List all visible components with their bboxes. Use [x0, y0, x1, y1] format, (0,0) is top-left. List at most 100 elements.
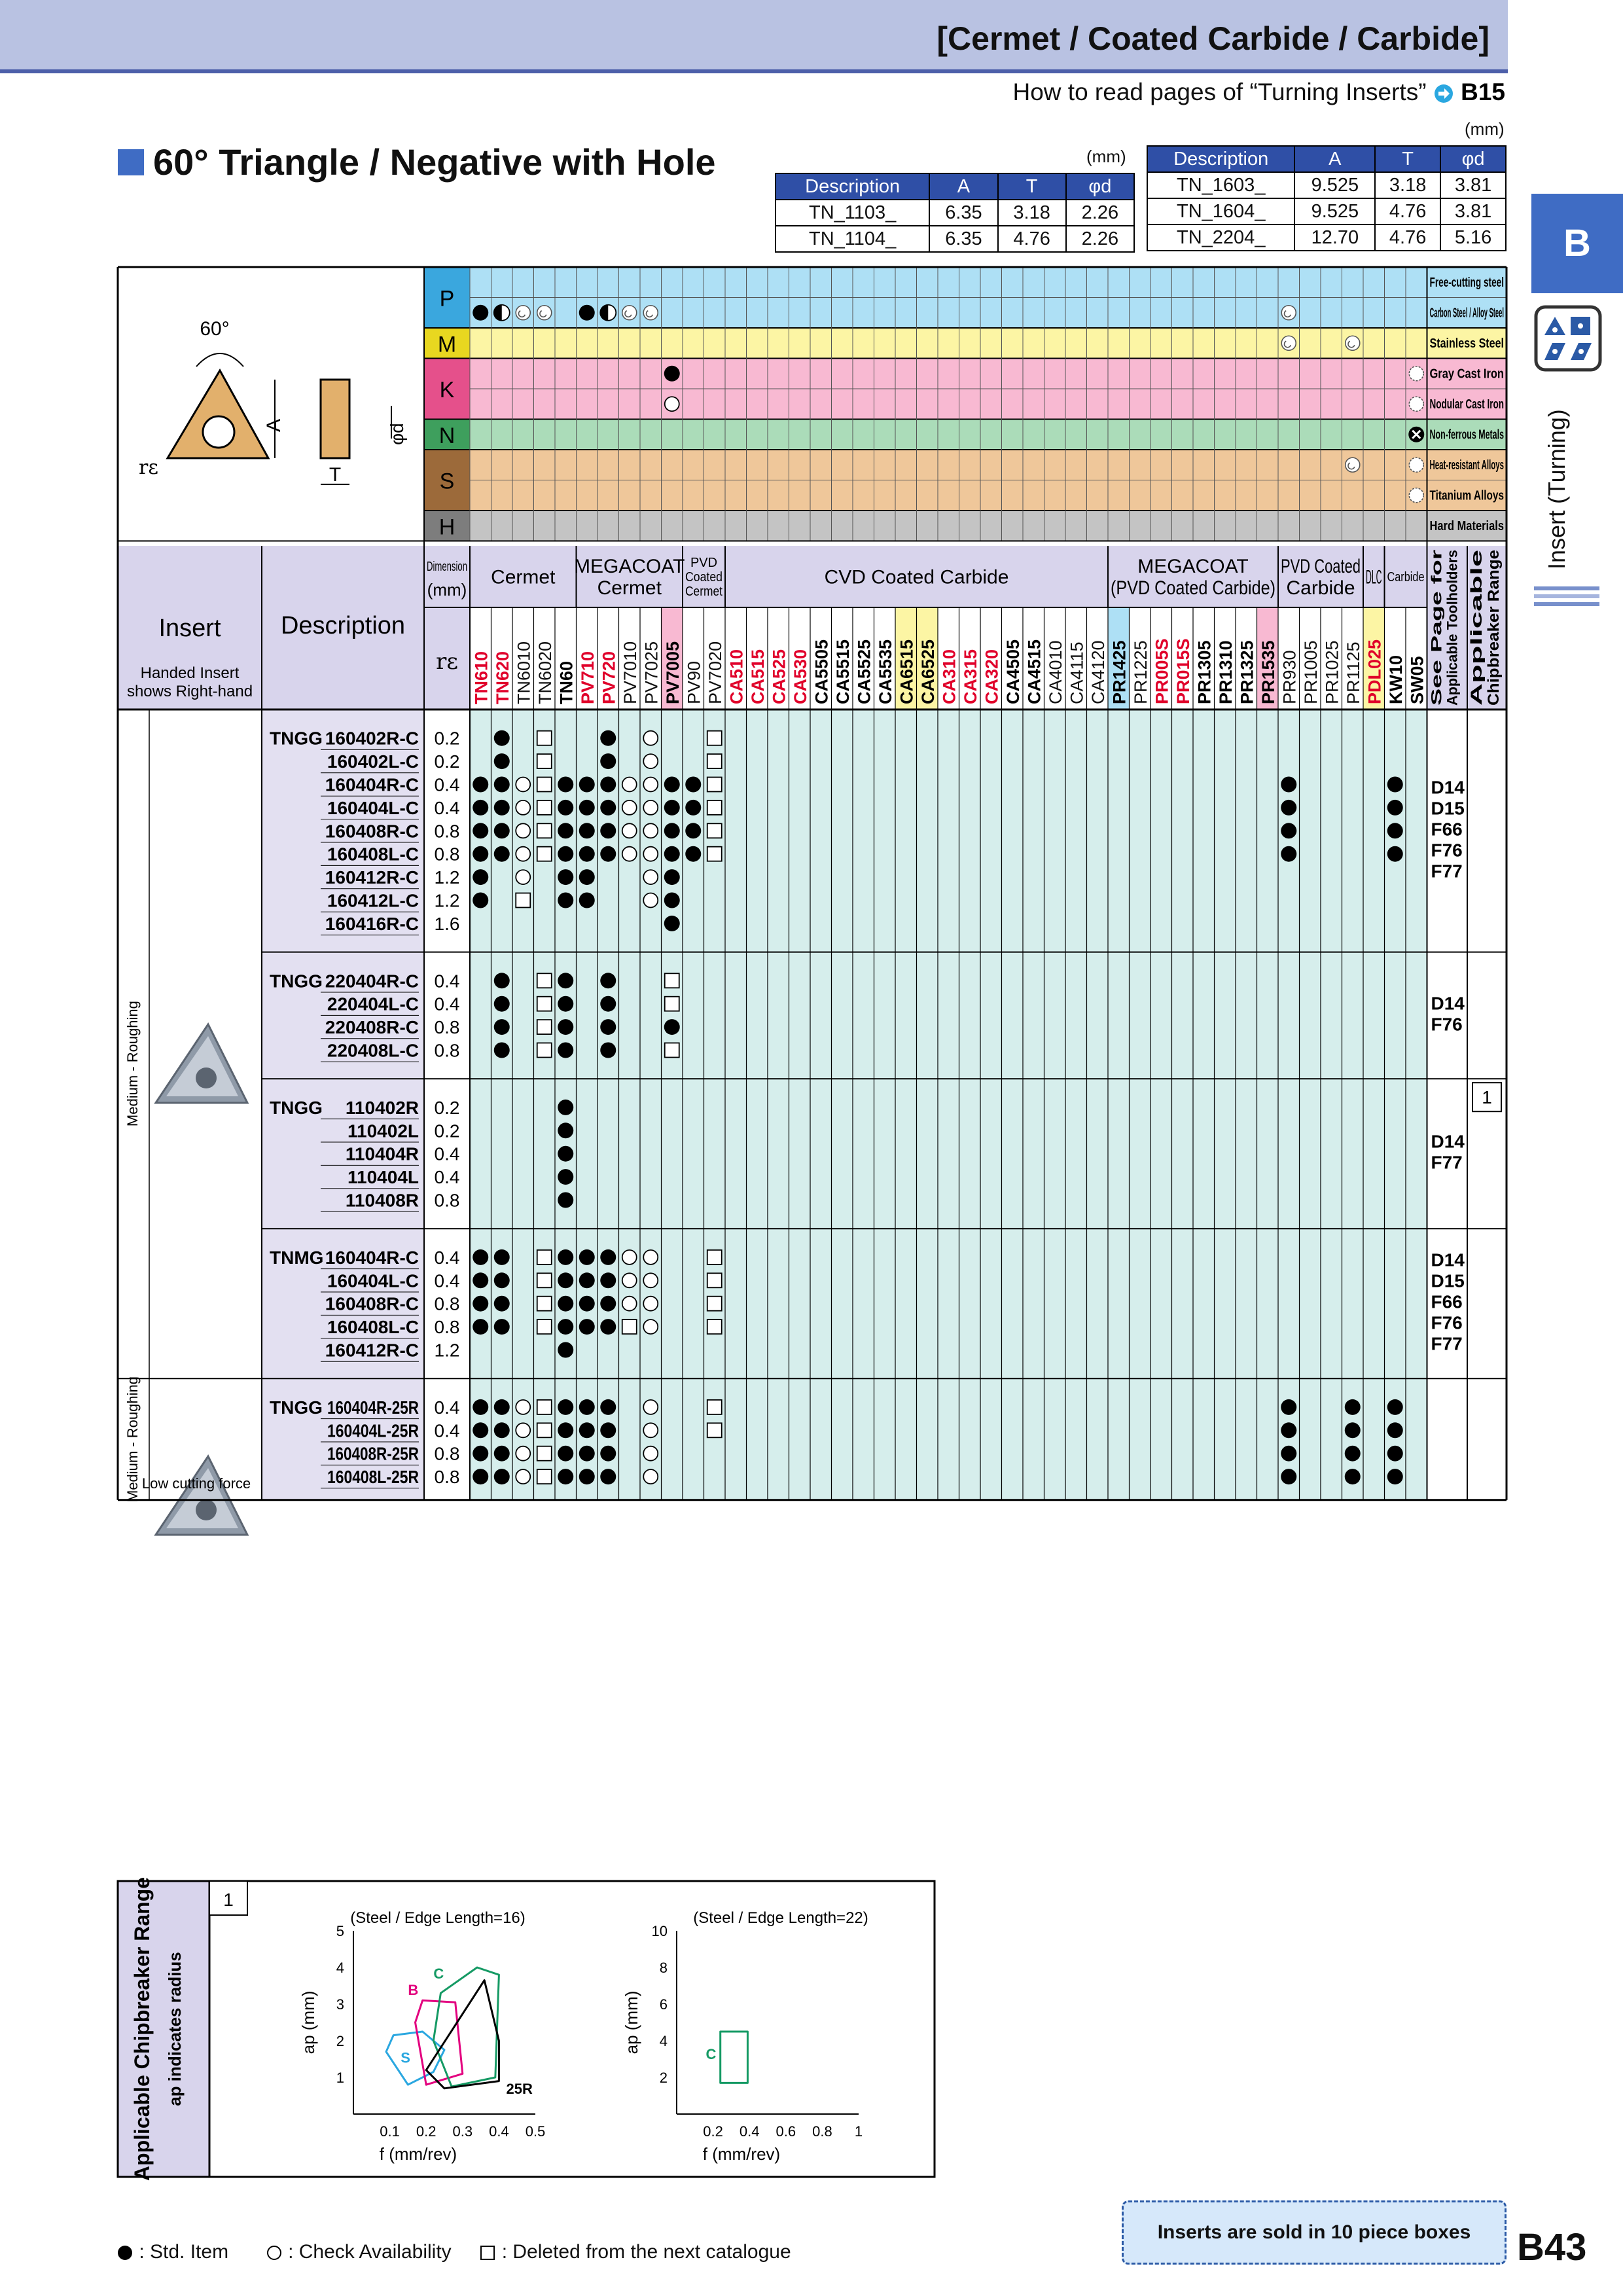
grade-mark	[558, 1249, 574, 1265]
grade-mark	[600, 973, 616, 989]
iso-letter-cell	[424, 450, 470, 511]
insert-description: 220404R-C	[325, 971, 419, 991]
iso-mark	[1408, 426, 1425, 442]
grade-header-cell	[1342, 607, 1363, 709]
grade-mark	[536, 730, 552, 746]
unit-label: (mm)	[1086, 147, 1126, 166]
chip-panel-tag-label: 1	[223, 1890, 234, 1910]
grade-body-cell	[640, 709, 662, 1500]
grade-mark	[621, 1272, 637, 1289]
grade-mark	[558, 846, 574, 862]
dim-cell: 4.76	[1374, 198, 1442, 225]
grade-mark	[1344, 1469, 1361, 1485]
nose-radius: 0.8	[435, 1191, 460, 1211]
dim-header-cell: A	[1294, 145, 1376, 173]
chart-title: (Steel / Edge Length=22)	[693, 1909, 868, 1927]
material-cell	[1427, 297, 1507, 328]
std-item-mark	[558, 1422, 574, 1439]
check-availability-mark	[643, 1319, 659, 1335]
deleted-item-mark	[706, 776, 722, 793]
grade-mark	[515, 776, 531, 793]
grade-mark	[600, 799, 616, 816]
grade-mark	[558, 973, 574, 989]
group-label: Cermet	[685, 584, 722, 599]
std-item-mark	[685, 846, 702, 862]
grade-header-cell	[853, 607, 874, 709]
dim-cell: 6.35	[929, 225, 999, 253]
deleted-item-mark	[664, 1042, 680, 1058]
grade-mark	[558, 1169, 574, 1185]
grade-mark	[664, 776, 680, 793]
std-item-mark	[473, 304, 489, 321]
std-item-mark	[558, 1445, 574, 1462]
unit-label-b: (mm)	[1465, 119, 1505, 139]
dim-cell: 9.525	[1294, 171, 1376, 199]
grade-label-ca5505: CA5505	[812, 639, 831, 704]
check-availability-icon	[266, 2246, 281, 2261]
insert-description: 160404L-25R	[327, 1420, 419, 1441]
dim-header-cell: A	[929, 173, 999, 200]
dim-cell: 3.81	[1440, 171, 1507, 199]
grade-mark	[473, 799, 489, 816]
check-availability-mark	[515, 776, 531, 793]
iso-row-fill	[470, 480, 1427, 511]
grade-mark	[664, 846, 680, 862]
grade-header-cell	[555, 607, 577, 709]
dim-cell: 9.525	[1294, 198, 1376, 225]
grade-body-cell	[704, 709, 725, 1500]
std-item-mark	[473, 1295, 489, 1312]
grade-mark	[493, 996, 510, 1012]
grade-body-cell	[555, 709, 577, 1500]
check-availability-mark	[643, 1272, 659, 1289]
series-prefix: TNMG	[270, 1247, 323, 1268]
grade-mark	[1387, 799, 1403, 816]
grade-mark	[643, 776, 659, 793]
grade-mark	[493, 1042, 510, 1058]
iso-row-fill	[470, 297, 1427, 328]
grade-label-pr1535: PR1535	[1258, 640, 1278, 704]
grade-label-pr1305: PR1305	[1194, 640, 1214, 704]
iso-mark	[1408, 487, 1425, 503]
nose-radius: 0.4	[435, 798, 460, 818]
iso-mark	[1281, 335, 1297, 351]
grade-mark	[1387, 1445, 1403, 1462]
grade-label-tn60: TN60	[556, 661, 576, 704]
grade-body-cell	[1001, 709, 1023, 1500]
grade-mark	[558, 892, 574, 908]
std-item-mark	[473, 1469, 489, 1485]
std-item-mark	[558, 1169, 574, 1185]
insert-description: 160402L-C	[327, 751, 419, 772]
grade-body-cell	[980, 709, 1002, 1500]
grade-mark	[536, 1422, 552, 1439]
deleted-item-mark	[536, 973, 552, 989]
insert-description: 110404R	[346, 1144, 419, 1164]
material-cell	[1427, 328, 1507, 359]
std-item-mark	[579, 846, 595, 862]
std-item-mark	[664, 365, 680, 382]
grade-mark	[558, 996, 574, 1012]
half-mark	[493, 304, 510, 321]
grade-label-pv7025: PV7025	[641, 641, 661, 704]
grade-mark	[706, 1249, 722, 1265]
grade-mark	[493, 1295, 510, 1312]
grade-body-cell	[853, 709, 874, 1500]
grade-mark	[600, 846, 616, 862]
grade-mark	[643, 1272, 659, 1289]
iso-letter: P	[440, 287, 455, 312]
std-item-mark	[1344, 1469, 1361, 1485]
section-tab[interactable]: B	[1531, 194, 1623, 293]
grade-mark	[664, 1019, 680, 1035]
grade-label-ca510: CA510	[726, 649, 746, 704]
grade-mark	[473, 1272, 489, 1289]
insert-photo-face	[166, 1036, 238, 1096]
howto-link[interactable]: B15	[1461, 79, 1505, 105]
y-tick-label: 10	[652, 1923, 668, 1939]
iso-letter: H	[439, 514, 455, 539]
insert-photo-body	[154, 1022, 249, 1104]
box-note: Inserts are sold in 10 piece boxes	[1122, 2200, 1507, 2265]
grade-label-ca310: CA310	[939, 649, 959, 704]
material-label: Free-cutting steel	[1430, 276, 1505, 290]
std-item-mark	[558, 869, 574, 886]
insert-description: 160408L-C	[327, 844, 419, 865]
